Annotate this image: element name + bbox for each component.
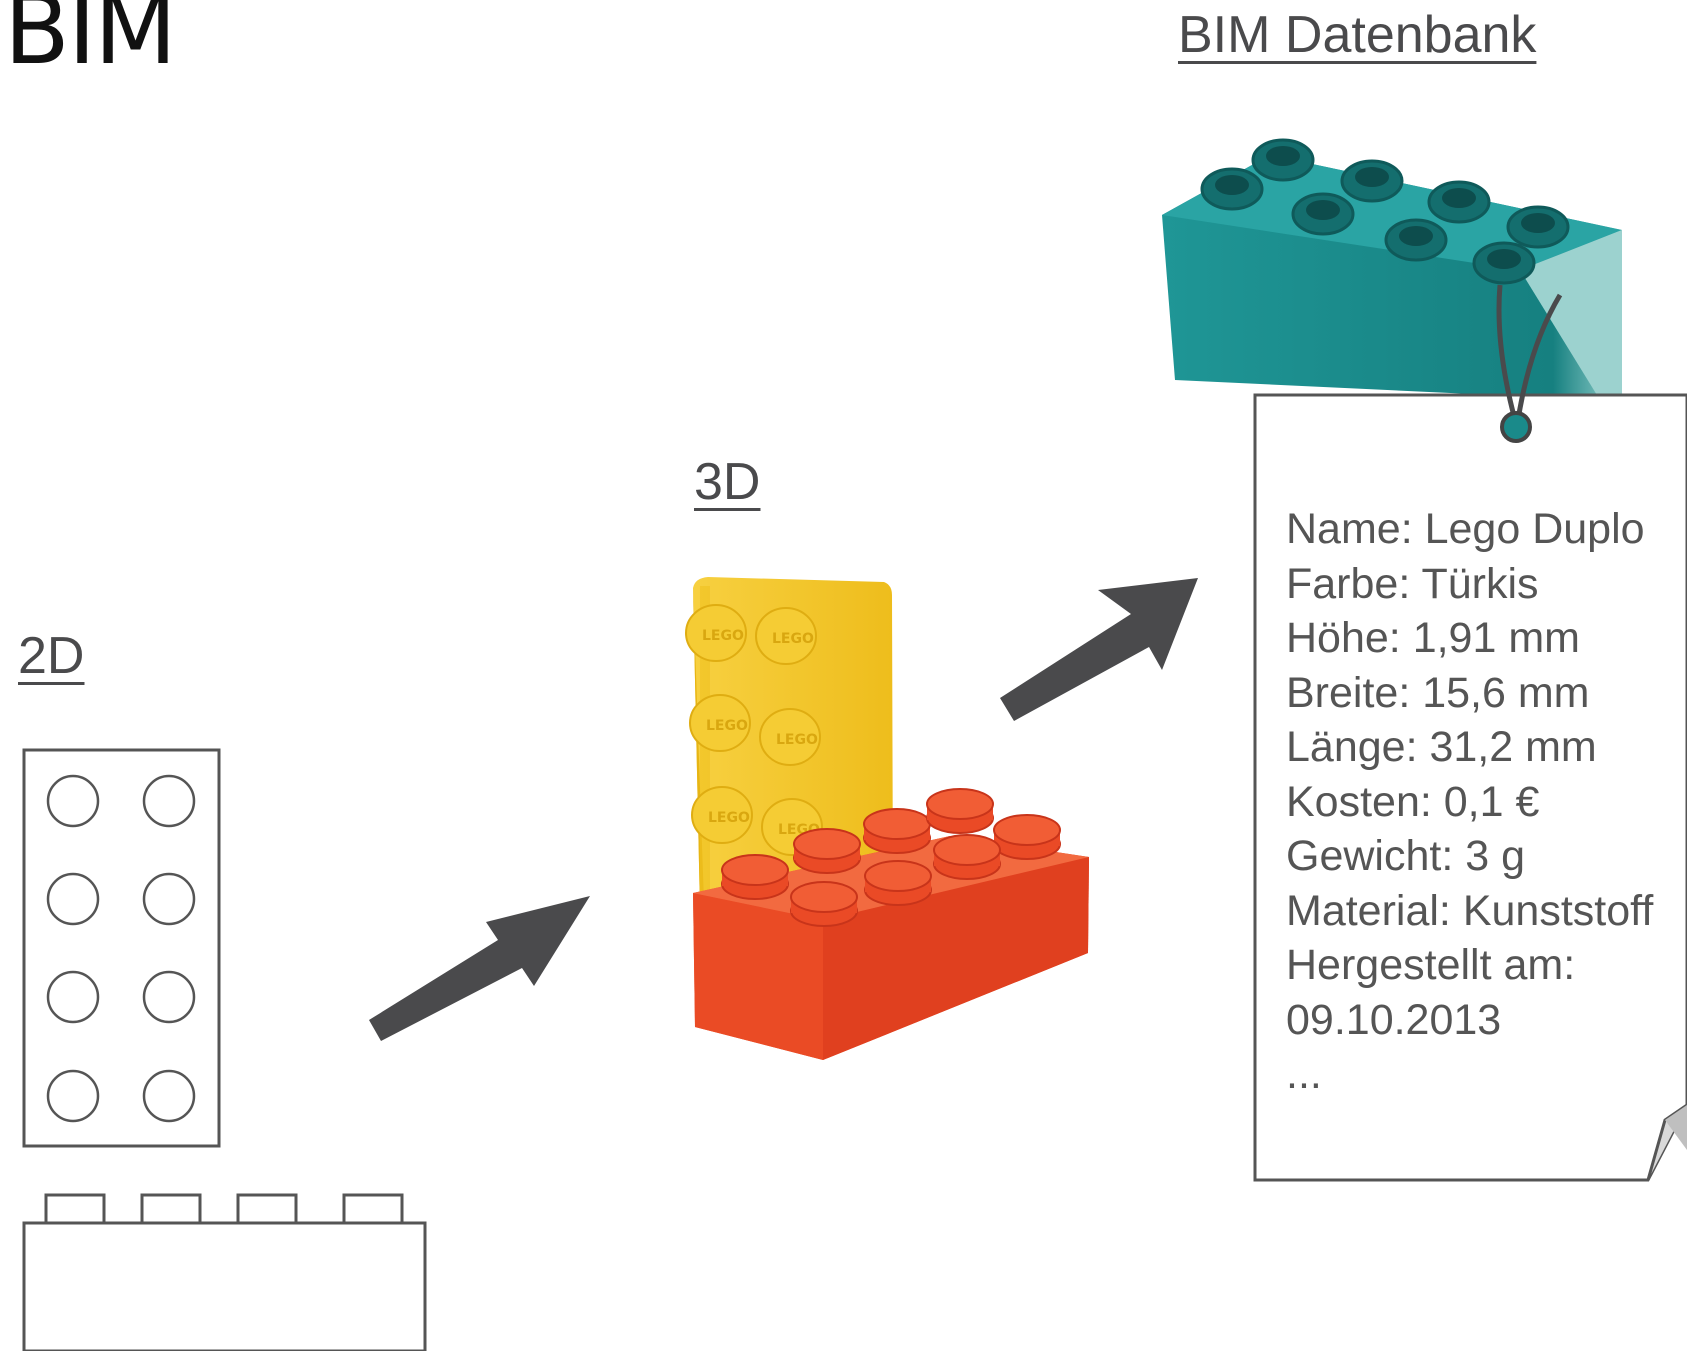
stud-outline [46, 774, 100, 828]
stud [691, 786, 753, 844]
tag-line-height: Höhe: 1,91 mm [1286, 614, 1580, 662]
heading-3d: 3D [694, 453, 761, 511]
stud-outline [46, 970, 100, 1024]
lego-brick-2d-top [22, 748, 221, 1148]
stud [755, 607, 817, 665]
tag-line-ellipsis: ... [1286, 1050, 1322, 1098]
tag-line-manufactured-label: Hergestellt am: [1286, 941, 1576, 989]
tag-line-color: Farbe: Türkis [1286, 559, 1539, 608]
stud [685, 604, 747, 662]
stud-outline [46, 872, 100, 926]
tag-line-name: Name: Lego Duplo [1286, 505, 1645, 553]
page-title: BIM [4, 0, 177, 86]
heading-bim-database: BIM Datenbank [1178, 6, 1537, 64]
tag-text: Name: Lego Duplo Farbe: Türkis Höhe: 1,9… [1286, 502, 1653, 1102]
stud-outline [142, 1069, 196, 1123]
tag-line-material: Material: Kunststoff [1286, 886, 1654, 935]
price-tag [1253, 284, 1687, 1182]
stud [759, 708, 821, 766]
brick-label: LEGO [702, 628, 744, 644]
brick-label: LEGO [706, 718, 748, 734]
stud [689, 694, 751, 752]
tag-line-cost: Kosten: 0,1 € [1286, 777, 1540, 826]
arrow-right-up-icon [369, 896, 590, 1041]
stud-outline [142, 774, 196, 828]
tag-line-length: Länge: 31,2 mm [1286, 723, 1597, 771]
lego-brick-red [693, 788, 1089, 1060]
tag-line-manufactured-date: 09.10.2013 [1286, 995, 1502, 1044]
duplo-brick-teal [1162, 138, 1622, 400]
brick-label: LEGO [708, 810, 750, 826]
lego-brick-yellow: LEGO LEGO LEGO LEGO LEGO LEGO [685, 577, 893, 930]
lego-brick-2d-side [22, 1193, 427, 1351]
brick-label: LEGO [772, 631, 814, 647]
brick-label: LEGO [776, 732, 818, 748]
heading-2d: 2D [18, 627, 85, 685]
stud-outline [142, 872, 196, 926]
tag-line-width: Breite: 15,6 mm [1286, 668, 1590, 717]
stud-outline [46, 1069, 100, 1123]
stud-outline [142, 970, 196, 1024]
arrow-right-up-icon [1000, 578, 1198, 721]
tag-line-weight: Gewicht: 3 g [1286, 832, 1525, 880]
